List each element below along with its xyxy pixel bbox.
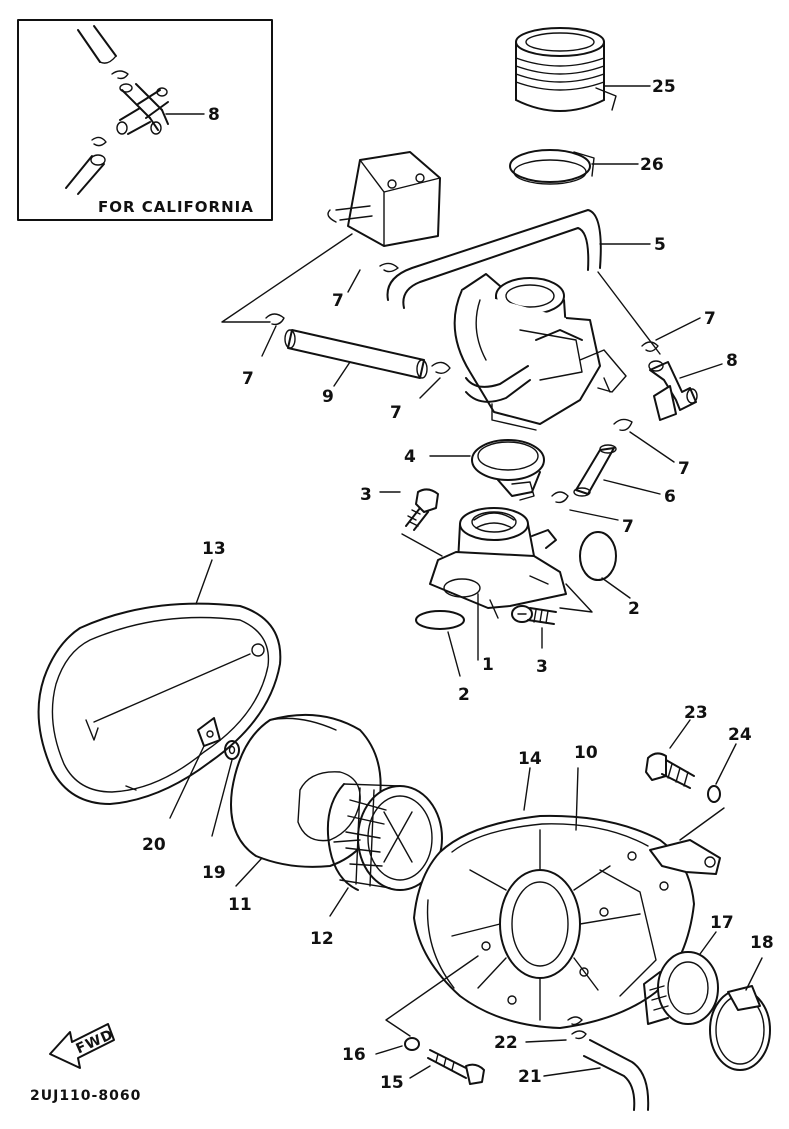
callout-11: 11 xyxy=(228,895,252,915)
part-2-o-ring-right xyxy=(579,531,617,581)
callout-6: 6 xyxy=(664,487,676,507)
callout-7-b: 7 xyxy=(242,369,254,389)
part-5-hose: 5 xyxy=(386,209,666,309)
callout-23: 23 xyxy=(684,703,708,723)
callout-8: 8 xyxy=(208,105,220,125)
part-4-clamp: 4 xyxy=(404,439,545,501)
part-7-clip-a xyxy=(379,262,399,273)
callout-7-f: 7 xyxy=(622,517,634,537)
part-11-filter-element: 11 xyxy=(228,713,382,915)
part-6-hose: 6 xyxy=(573,444,676,507)
carburetor-assembly xyxy=(453,273,627,431)
fwd-arrow-icon: FWD xyxy=(49,1023,116,1069)
callout-3-b: 3 xyxy=(536,657,548,677)
callout-7-c: 7 xyxy=(390,403,402,423)
part-8-joint: 8 xyxy=(648,351,738,421)
part-3-bolt-upper: 3 xyxy=(360,485,439,531)
callout-2-b: 2 xyxy=(628,599,640,619)
callout-18: 18 xyxy=(750,933,774,953)
part-22-clip: 22 xyxy=(494,1016,587,1053)
callout-13: 13 xyxy=(202,539,226,559)
callout-10: 10 xyxy=(574,743,598,763)
part-7-clip-d xyxy=(641,341,659,353)
drawing-code: 2UJ110-8060 xyxy=(30,1088,141,1104)
callout-7-a: 7 xyxy=(332,291,344,311)
callout-8-b: 8 xyxy=(726,351,738,371)
air-valve-body xyxy=(327,151,441,247)
part-2-o-ring-left xyxy=(415,610,465,630)
part-7-clip-c xyxy=(431,361,451,375)
callout-26: 26 xyxy=(640,155,664,175)
callout-1: 1 xyxy=(482,655,494,675)
part-15-bolt: 15 xyxy=(380,1049,485,1093)
part-10-air-filter-case: 10 14 xyxy=(413,743,725,1029)
part-1-joint: 1 xyxy=(429,507,567,675)
part-18-clamp: 18 xyxy=(709,933,774,1071)
callout-2-a: 2 xyxy=(458,685,470,705)
callout-7-e: 7 xyxy=(678,459,690,479)
part-12-filter-cage: 12 xyxy=(310,783,443,949)
part-3-bolt-lower: 3 xyxy=(511,583,593,677)
part-26-clamp: 26 xyxy=(509,149,664,185)
part-7-clip-f xyxy=(551,491,569,504)
california-inset: 8 FOR CALIFORNIA xyxy=(17,19,273,221)
callout-24: 24 xyxy=(728,725,752,745)
part-16-washer: 16 xyxy=(342,1037,420,1065)
part-19-washer: 19 xyxy=(202,740,240,883)
callout-14: 14 xyxy=(518,749,542,769)
inset-caption: FOR CALIFORNIA xyxy=(98,198,254,216)
part-7-clip-b xyxy=(265,313,285,326)
callout-9: 9 xyxy=(322,387,334,407)
part-17-joint: 17 xyxy=(643,913,734,1025)
callout-25: 25 xyxy=(652,77,676,97)
callout-4: 4 xyxy=(404,447,416,467)
callout-12: 12 xyxy=(310,929,334,949)
callout-3-a: 3 xyxy=(360,485,372,505)
callout-20: 20 xyxy=(142,835,166,855)
part-7-clip-e xyxy=(613,418,633,432)
part-24-washer: 24 xyxy=(707,725,752,803)
part-9-hose: 9 xyxy=(284,329,428,407)
part-13-air-filter-cover: 13 xyxy=(37,539,282,805)
callout-5: 5 xyxy=(654,235,666,255)
callout-19: 19 xyxy=(202,863,226,883)
callout-22: 22 xyxy=(494,1033,518,1053)
callout-21: 21 xyxy=(518,1067,542,1087)
callout-17: 17 xyxy=(710,913,734,933)
callout-7-d: 7 xyxy=(704,309,716,329)
part-23-bolt: 23 xyxy=(645,703,708,789)
callout-16: 16 xyxy=(342,1045,366,1065)
part-20-bracket: 20 xyxy=(142,717,221,855)
part-21-hose: 21 xyxy=(518,1039,650,1111)
callout-15: 15 xyxy=(380,1073,404,1093)
part-25-intake-boot: 25 xyxy=(515,27,676,112)
